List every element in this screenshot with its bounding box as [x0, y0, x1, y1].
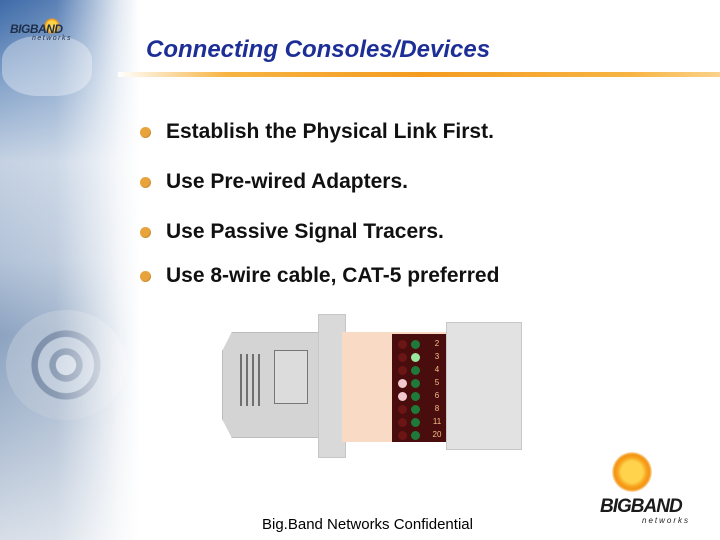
- sunburst-logo-icon: [44, 18, 60, 34]
- adapter-illustration: 2 3 4 5 6 8 11 20: [222, 314, 522, 458]
- led-left-6: [398, 392, 407, 401]
- led-left-20: [398, 431, 407, 440]
- led-right-4: [411, 366, 420, 375]
- led-right-2: [411, 340, 420, 349]
- pin-number-label: 3: [434, 352, 440, 361]
- bullet-text: Establish the Physical Link First.: [166, 120, 494, 143]
- led-left-2: [398, 340, 407, 349]
- led-left-4: [398, 366, 407, 375]
- led-right-3: [411, 353, 420, 362]
- led-left-3: [398, 353, 407, 362]
- adapter-shell-right: [446, 322, 522, 450]
- bullet-dot-icon: [140, 270, 151, 282]
- pin-number-label: 4: [434, 365, 440, 374]
- plug-vent: [240, 354, 242, 406]
- sunburst-logo-icon: [612, 452, 652, 492]
- plug-vent: [258, 354, 260, 406]
- decorative-photo-strip: BIGBAND networks: [0, 0, 140, 540]
- pin-number-label: 20: [432, 430, 442, 439]
- plug-window: [274, 350, 308, 404]
- led-left-11: [398, 418, 407, 427]
- slide-title: Connecting Consoles/Devices: [146, 36, 491, 63]
- bullet-item: Establish the Physical Link First.: [140, 118, 494, 146]
- bullet-dot-icon: [140, 176, 151, 188]
- title-underline: [118, 72, 720, 77]
- pin-number-label: 8: [434, 404, 440, 413]
- led-left-5: [398, 379, 407, 388]
- corner-logo-wordmark: BIGBAND: [10, 22, 63, 36]
- brand-subtitle: networks: [642, 516, 691, 525]
- bullet-text: Use Passive Signal Tracers.: [166, 220, 444, 243]
- bullet-dot-icon: [140, 126, 151, 138]
- bullet-item: Use Passive Signal Tracers.: [140, 218, 444, 246]
- plug-vent: [246, 354, 248, 406]
- pin-number-label: 2: [434, 339, 440, 348]
- photo-fade: [0, 0, 140, 540]
- led-left-8: [398, 405, 407, 414]
- pin-number-label: 5: [434, 378, 440, 387]
- bullet-text: Use Pre-wired Adapters.: [166, 170, 408, 193]
- led-right-11: [411, 418, 420, 427]
- plug-vent: [252, 354, 254, 406]
- led-right-6: [411, 392, 420, 401]
- bigband-logo: BIGBAND networks: [600, 452, 700, 525]
- bullet-dot-icon: [140, 226, 151, 238]
- corner-logo-sub: networks: [32, 35, 73, 42]
- pin-number-label: 6: [434, 391, 440, 400]
- corner-logo: BIGBAND networks: [10, 18, 80, 46]
- bullet-item: Use Pre-wired Adapters.: [140, 168, 408, 196]
- bullet-item: Use 8-wire cable, CAT-5 preferred: [140, 262, 499, 290]
- bullet-text: Use 8-wire cable, CAT-5 preferred: [166, 264, 500, 287]
- led-right-5: [411, 379, 420, 388]
- led-right-20: [411, 431, 420, 440]
- pin-number-label: 11: [432, 417, 442, 426]
- led-right-8: [411, 405, 420, 414]
- brand-wordmark: BIGBAND: [600, 496, 683, 517]
- confidential-footer: Big.Band Networks Confidential: [262, 516, 473, 533]
